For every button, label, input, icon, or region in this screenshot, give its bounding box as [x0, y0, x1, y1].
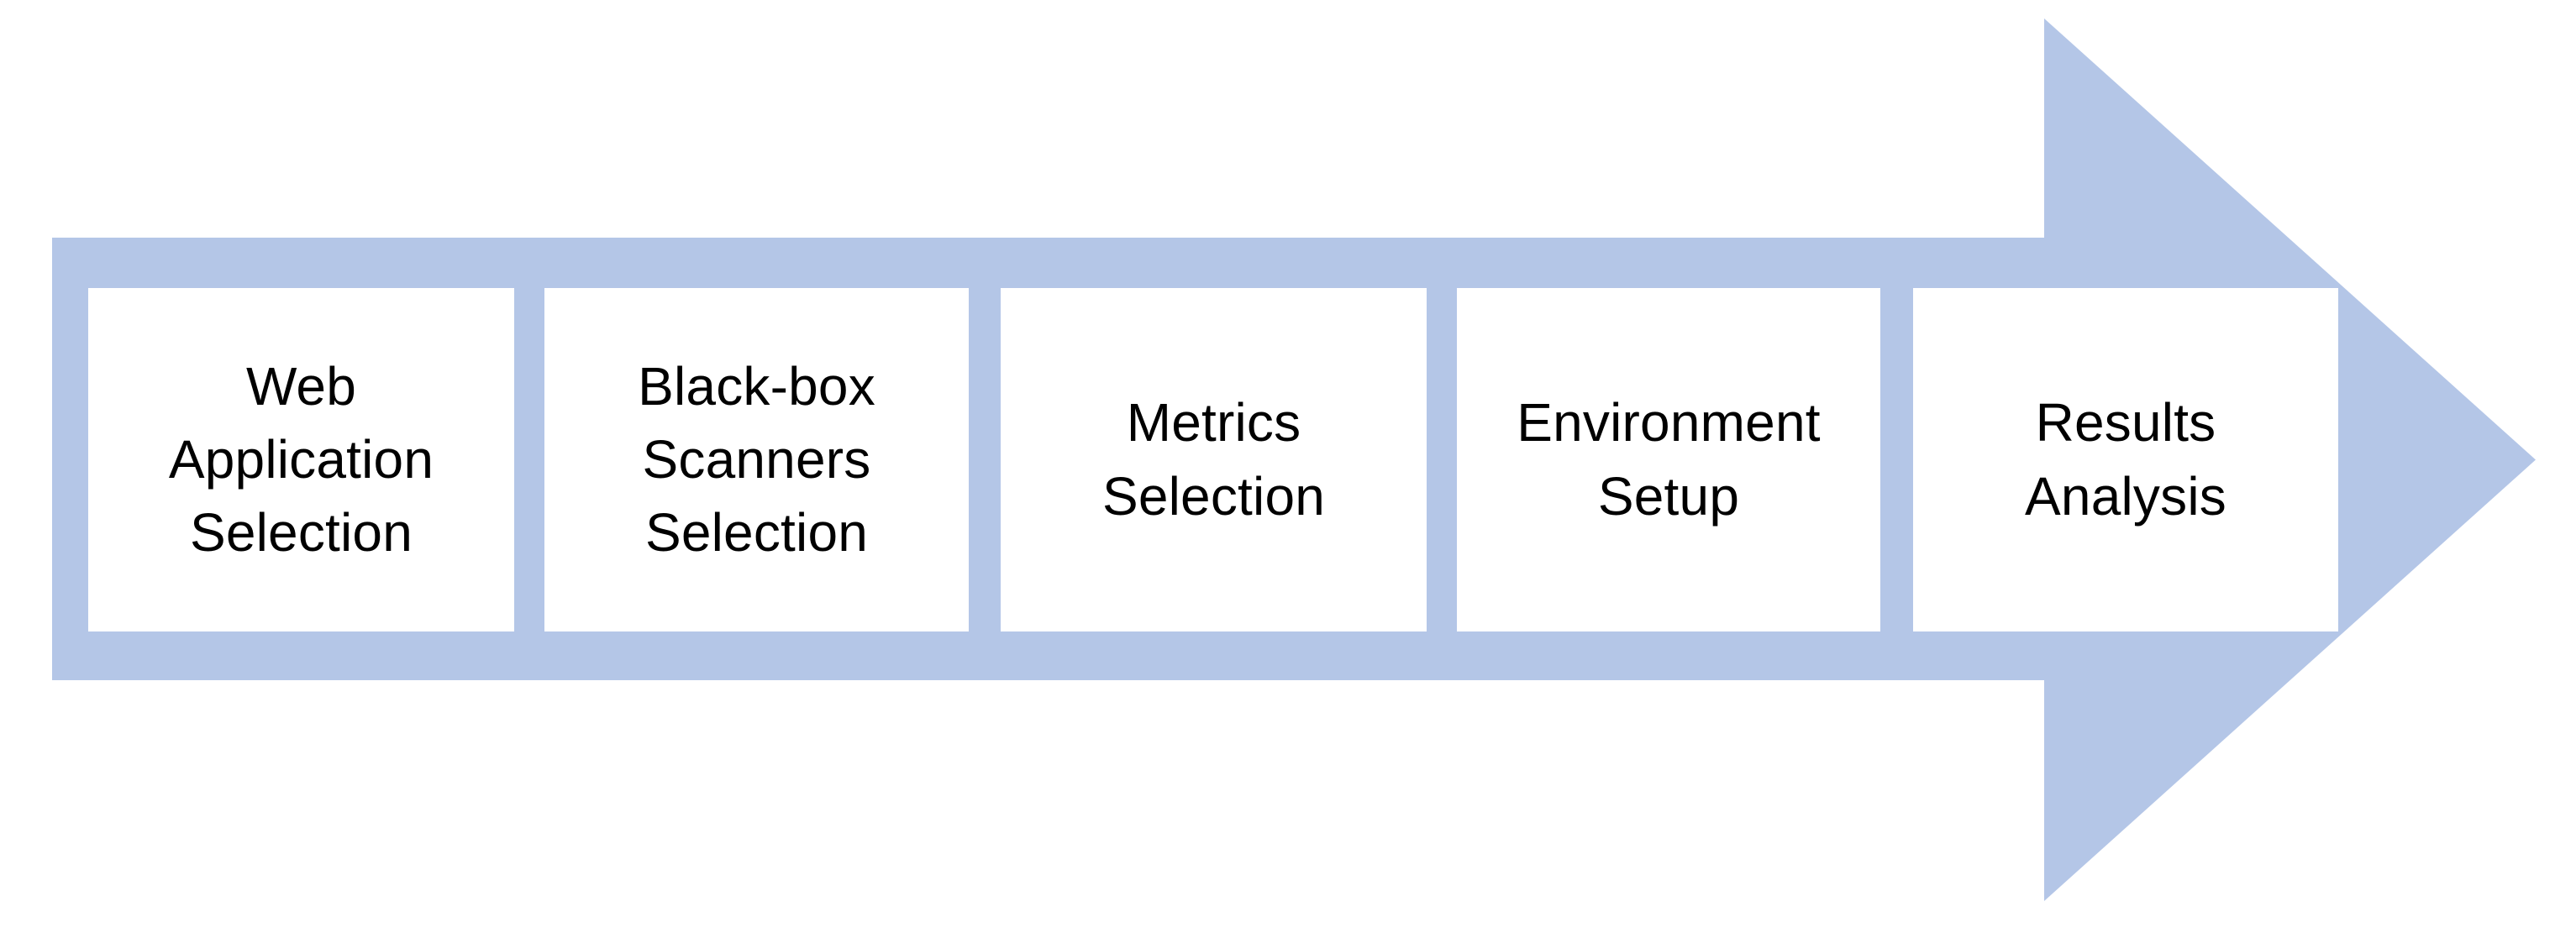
step-box-results-analysis: Results Analysis	[1913, 288, 2338, 631]
step-label: Results Analysis	[2025, 392, 2226, 527]
step-box-environment-setup: Environment Setup	[1457, 288, 1880, 631]
step-label: Metrics Selection	[1101, 392, 1326, 527]
step-label: Black-box Scanners Selection	[638, 355, 875, 563]
step-box-black-box-scanners-selection: Black-box Scanners Selection	[544, 288, 969, 631]
step-label: Environment Setup	[1517, 392, 1821, 527]
step-box-metrics-selection: Metrics Selection	[1001, 288, 1427, 631]
step-box-web-application-selection: Web Application Selection	[88, 288, 514, 631]
step-label: Web Application Selection	[168, 355, 434, 563]
